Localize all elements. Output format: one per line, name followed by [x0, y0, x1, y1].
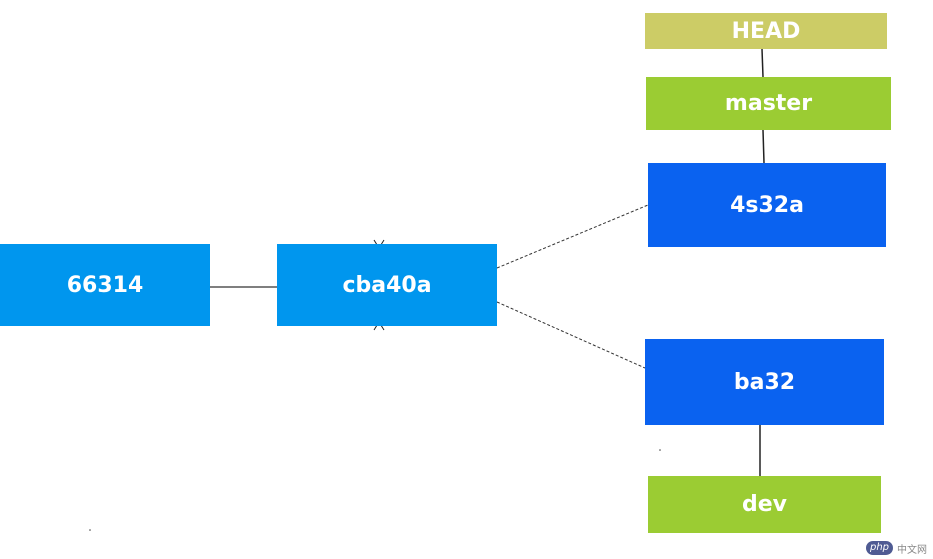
commit-label: 66314	[66, 272, 144, 298]
pointer-label: dev	[741, 492, 787, 517]
commit-node-4s32a: 4s32a	[648, 163, 886, 247]
edge-master-4s32a	[762, 129, 765, 164]
watermark: php 中文网	[866, 540, 927, 556]
stray-dot	[659, 449, 661, 451]
pointer-label: HEAD	[731, 18, 801, 44]
branch-dev: dev	[648, 476, 881, 533]
watermark-text: 中文网	[897, 544, 928, 556]
edge-cba40a-ba32	[496, 301, 646, 369]
commit-label: ba32	[733, 369, 796, 395]
edge-cba40a-4s32a	[496, 204, 649, 269]
branch-master: master	[646, 77, 891, 130]
commit-label: 4s32a	[730, 192, 804, 218]
head-pointer: HEAD	[645, 13, 887, 49]
commit-node-66314: 66314	[0, 244, 210, 326]
php-logo-icon: php	[866, 541, 894, 555]
edge-head-master	[761, 48, 764, 78]
commit-node-ba32: ba32	[645, 339, 884, 425]
pointer-label: master	[724, 91, 813, 116]
commit-label: cba40a	[342, 272, 432, 298]
commit-node-cba40a: cba40a	[277, 244, 497, 326]
stray-dot	[89, 529, 91, 531]
